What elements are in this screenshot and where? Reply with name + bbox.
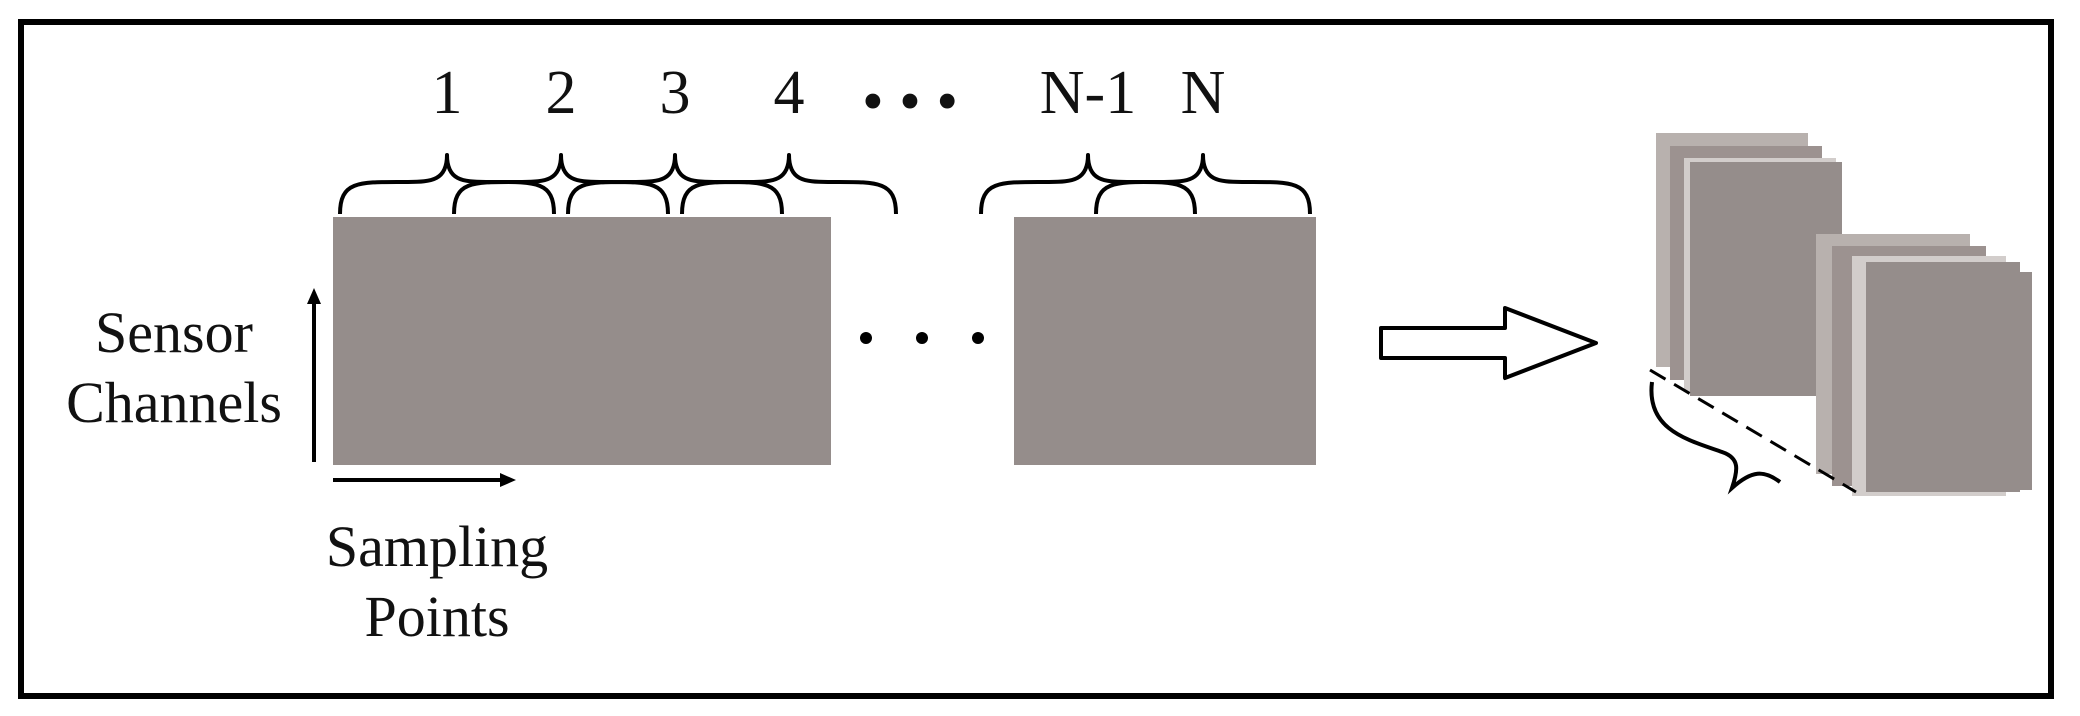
segment-stack-back (1656, 133, 1842, 396)
window-label-1: 1 (432, 59, 463, 127)
curly-brace-icon (680, 153, 898, 215)
window-label-4: 4 (774, 59, 805, 127)
window-braces-left (338, 153, 898, 215)
x-axis-label-line-2: Points (364, 584, 509, 649)
window-braces-right (979, 153, 1312, 215)
window-label-3: 3 (660, 59, 691, 127)
ellipsis-middle (860, 332, 984, 344)
stack-guide-line (1649, 368, 1857, 494)
y-axis-label-line-2: Channels (66, 370, 282, 435)
right-arrow-icon (1379, 306, 1598, 380)
x-axis-label-line-1: Sampling (326, 514, 548, 579)
window-label-n: N (1181, 59, 1226, 127)
segment-stack-front (1816, 234, 2032, 496)
x-axis-arrow (333, 473, 516, 487)
signal-block-left (333, 217, 831, 465)
window-label-2: 2 (546, 59, 577, 127)
ellipsis-top: • • • (862, 68, 958, 136)
signal-block-right (1014, 217, 1316, 465)
y-axis-label-line-1: Sensor (95, 300, 253, 365)
curly-brace-icon (1649, 381, 1782, 495)
window-label-n-minus-1: N-1 (1040, 59, 1136, 127)
curly-brace-icon (1094, 153, 1312, 215)
y-axis-arrow (307, 288, 321, 462)
